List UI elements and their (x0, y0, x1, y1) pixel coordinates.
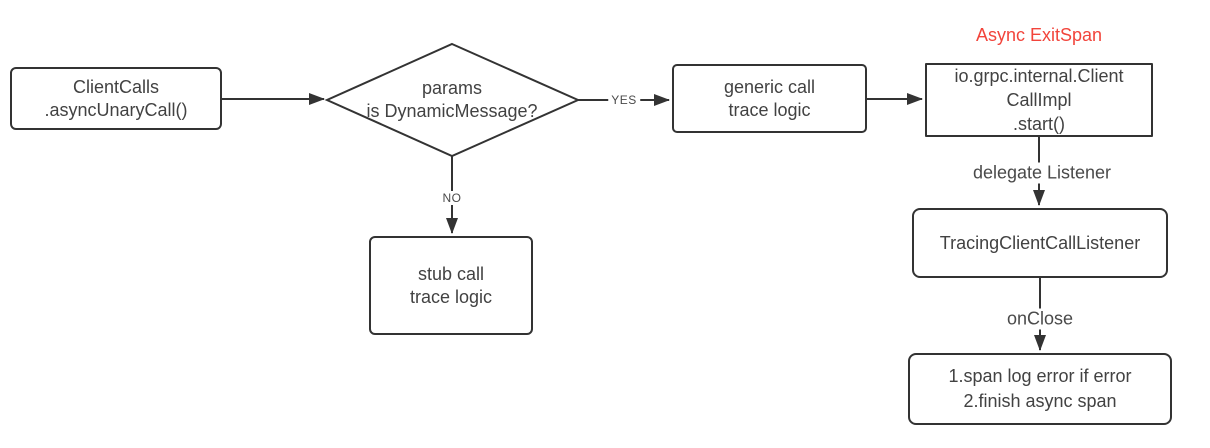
node-text-line: trace logic (728, 99, 811, 120)
edge-label-yes: YES (608, 93, 640, 107)
node-generic-call-trace: generic call trace logic (672, 64, 867, 133)
node-tracing-client-call-listener: TracingClientCallListener (912, 208, 1168, 278)
node-client-calls: ClientCalls .asyncUnaryCall() (10, 67, 222, 130)
annotation-async-exitspan: Async ExitSpan (975, 25, 1103, 45)
node-text-line: io.grpc.internal.Client (954, 66, 1124, 86)
node-text-line: ClientCalls (72, 76, 160, 97)
edge-label-onclose: onClose (1003, 308, 1077, 330)
node-text-line: generic call (723, 76, 816, 97)
node-text-line: 1.span log error if error (948, 366, 1132, 386)
node-decision-params: params is DynamicMessage? (312, 77, 592, 123)
edge-label-delegate-listener: delegate Listener (969, 162, 1115, 184)
node-text-line: .asyncUnaryCall() (44, 99, 188, 120)
node-text-line: stub call (417, 263, 485, 284)
node-text-line: CallImpl (1006, 90, 1072, 110)
node-stub-call-trace: stub call trace logic (369, 236, 533, 335)
edge-label-no: NO (439, 191, 465, 205)
node-text-line: 2.finish async span (963, 391, 1117, 411)
node-text-line: trace logic (409, 286, 493, 307)
node-text-line: is DynamicMessage? (366, 101, 538, 121)
node-onclose-actions: 1.span log error if error 2.finish async… (908, 353, 1172, 425)
node-text-line: TracingClientCallListener (939, 232, 1141, 253)
node-client-call-impl: io.grpc.internal.Client CallImpl .start(… (925, 63, 1153, 137)
node-text-line: params (421, 78, 483, 98)
node-text-line: .start() (1013, 114, 1065, 134)
